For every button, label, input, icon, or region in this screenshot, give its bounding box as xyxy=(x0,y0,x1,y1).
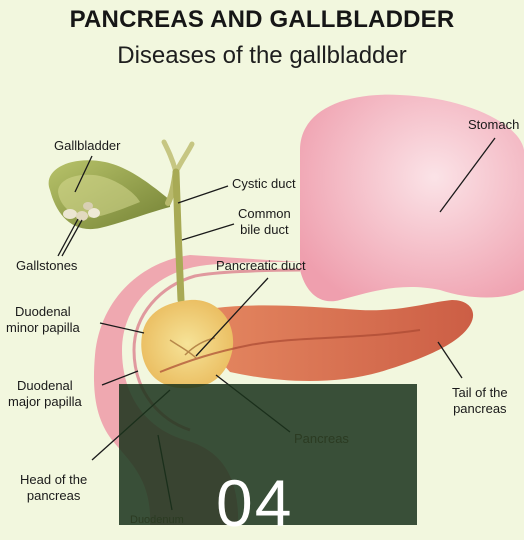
label-minor-papilla-line-2: minor papilla xyxy=(6,320,80,336)
label-gallbladder: Gallbladder xyxy=(54,138,121,154)
label-common-bile-duct-line-2: bile duct xyxy=(238,222,291,238)
label-duodenum: Duodenum xyxy=(130,512,184,528)
label-head-of-pancreas: Head of the pancreas xyxy=(20,472,87,504)
label-head-line-1: Head of the xyxy=(20,472,87,488)
label-common-bile-duct: Common bile duct xyxy=(238,206,291,238)
label-stomach: Stomach xyxy=(468,117,519,133)
label-tail-of-pancreas: Tail of the pancreas xyxy=(452,385,508,417)
label-major-papilla-line-1: Duodenal xyxy=(8,378,82,394)
label-head-line-2: pancreas xyxy=(20,488,87,504)
common-bile-duct-shape xyxy=(176,172,181,300)
label-pancreas: Pancreas xyxy=(294,431,349,447)
label-minor-papilla-line-1: Duodenal xyxy=(6,304,80,320)
pancreas-head-shape xyxy=(141,300,233,388)
label-gallstones: Gallstones xyxy=(16,258,77,274)
label-duodenal-minor-papilla: Duodenal minor papilla xyxy=(6,304,80,336)
label-cystic-duct: Cystic duct xyxy=(232,176,296,192)
overlay-number: 04 xyxy=(216,470,293,536)
label-tail-line-1: Tail of the xyxy=(452,385,508,401)
label-pancreatic-duct: Pancreatic duct xyxy=(216,258,306,274)
label-major-papilla-line-2: major papilla xyxy=(8,394,82,410)
label-duodenal-major-papilla: Duodenal major papilla xyxy=(8,378,82,410)
label-tail-line-2: pancreas xyxy=(452,401,508,417)
label-common-bile-duct-line-1: Common xyxy=(238,206,291,222)
